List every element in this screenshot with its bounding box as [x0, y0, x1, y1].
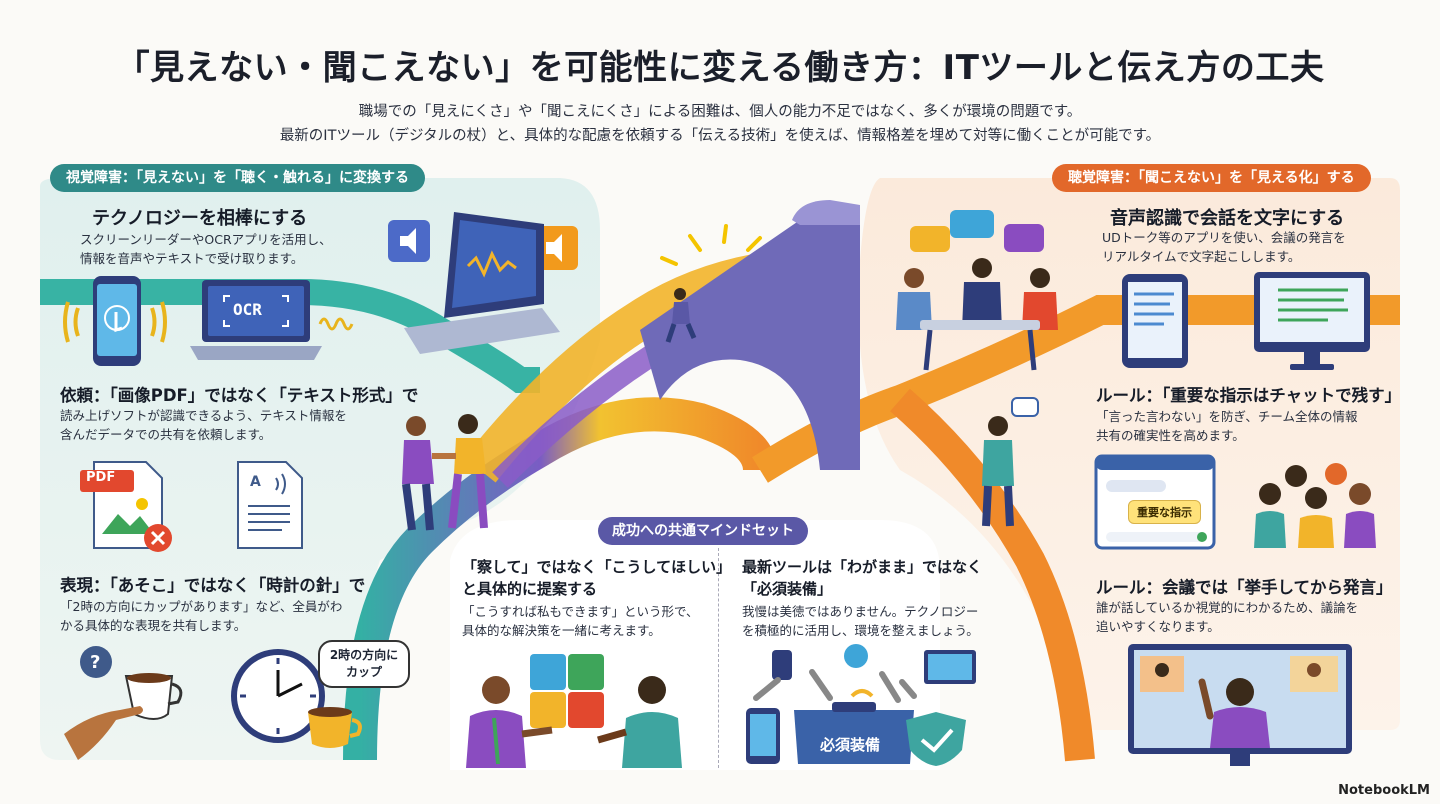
chat-heading: ルール：「重要な指示はチャットで残す」	[1096, 386, 1402, 405]
chat-text-1: 「言った言わない」を防ぎ、チーム全体の情報	[1096, 409, 1358, 424]
subtitle-line-1: 職場での「見えにくさ」や「聞こえにくさ」による困難は、個人の能力不足ではなく、多…	[358, 104, 1082, 120]
essential-toolkit-illustration	[746, 644, 976, 766]
sound-wave-icon	[318, 317, 354, 331]
mind2-heading-1: 最新ツールは「わがまま」ではなく	[742, 558, 983, 576]
meeting-text-1: 誰が話しているか視覚的にわかるため、議論を	[1096, 600, 1359, 615]
tech-text-1: スクリーンリーダーやOCRアプリを活用し、	[80, 232, 332, 247]
meeting-heading: ルール：会議では「挙手してから発言」	[1096, 578, 1393, 597]
left-section-pill: 視覚障害：「見えない」を「聴く・触れる」に変換する	[50, 164, 425, 192]
mind1-heading-1: 「察して」ではなく「こうしてほしい」	[462, 558, 732, 576]
subtitle-line-2: 最新のITツール（デジタルの杖）と、具体的な配慮を依頼する「伝える技術」を使えば…	[279, 128, 1161, 144]
clock-bubble-line-2: カップ	[345, 665, 382, 679]
express-text-1: 「2時の方向にカップがあります」など、全員がわ	[60, 599, 343, 614]
clock-speech-bubble: 2時の方向に カップ	[318, 640, 410, 688]
mind2-text-1: 我慢は美徳ではありません。テクノロジー	[742, 604, 979, 619]
meeting-conversation-illustration	[896, 210, 1058, 371]
express-text-2: かる具体的な表現を共有します。	[60, 618, 247, 633]
mind2-text-2: を積極的に活用し、環境を整えましょう。	[742, 623, 979, 638]
center-divider	[718, 548, 719, 768]
team-group-illustration	[1254, 463, 1376, 548]
important-instruction-badge: 重要な指示	[1128, 500, 1201, 524]
puzzle-collaboration-illustration	[466, 654, 682, 768]
mind2-heading-2: 「必須装備」	[742, 580, 833, 598]
tech-heading: テクノロジーを相棒にする	[92, 208, 308, 229]
mind1-heading-2: と具体的に提案する	[462, 580, 598, 598]
clock-bubble-line-1: 2時の方向に	[329, 648, 399, 662]
express-heading: 表現：「あそこ」ではなく「時計の針」で	[60, 576, 366, 595]
speaking-person-illustration	[982, 397, 1039, 527]
right-section-pill: 聴覚障害：「聞こえない」を「見える化」する	[1052, 164, 1371, 192]
coffee-cup-icon	[308, 707, 362, 748]
mind1-text-1: 「こうすれば私もできます」という形で、	[462, 604, 699, 619]
voice-text-1: UDトーク等のアプリを使い、会議の発言を	[1102, 230, 1346, 245]
handshake-people-illustration	[402, 414, 488, 531]
ocr-label: OCR	[233, 300, 262, 319]
clock-icon	[231, 649, 325, 743]
chat-text-2: 共有の確実性を高めます。	[1096, 428, 1245, 443]
question-mark: ?	[90, 652, 101, 673]
video-conference-monitor-icon	[1128, 644, 1352, 766]
transcription-devices-icon	[1122, 272, 1370, 370]
meeting-text-2: 追いやすくなります。	[1096, 619, 1220, 634]
request-text-2: 含んだデータでの共有を依頼します。	[60, 427, 272, 442]
request-text-1: 読み上げソフトが認識できるよう、テキスト情報を	[60, 408, 347, 423]
notebooklm-brand: NotebookLM	[1338, 783, 1430, 798]
text-document-icon	[237, 461, 303, 549]
text-doc-label: A	[250, 474, 261, 490]
climbing-person-illustration	[665, 288, 697, 343]
screen-reader-laptop-icon	[388, 212, 578, 354]
pdf-label: PDF	[86, 470, 116, 485]
toolkit-label: 必須装備	[820, 736, 881, 754]
pointing-hand-coffee-icon	[64, 646, 183, 760]
ocr-laptop-icon	[190, 280, 322, 360]
tech-text-2: 情報を音声やテキストで受け取ります。	[80, 251, 304, 266]
request-heading: 依頼：「画像PDF」ではなく「テキスト形式」で	[60, 386, 419, 405]
voice-text-2: リアルタイムで文字起こしします。	[1102, 249, 1301, 264]
smartphone-touch-icon	[63, 276, 167, 366]
image-pdf-icon	[80, 461, 172, 552]
mind1-text-2: 具体的な解決策を一緒に考えます。	[462, 623, 661, 638]
voice-heading: 音声認識で会話を文字にする	[1110, 208, 1345, 229]
page-title: 「見えない・聞こえない」を可能性に変える働き方：ITツールと伝え方の工夫	[115, 48, 1325, 88]
center-mindset-pill: 成功への共通マインドセット	[598, 517, 808, 545]
